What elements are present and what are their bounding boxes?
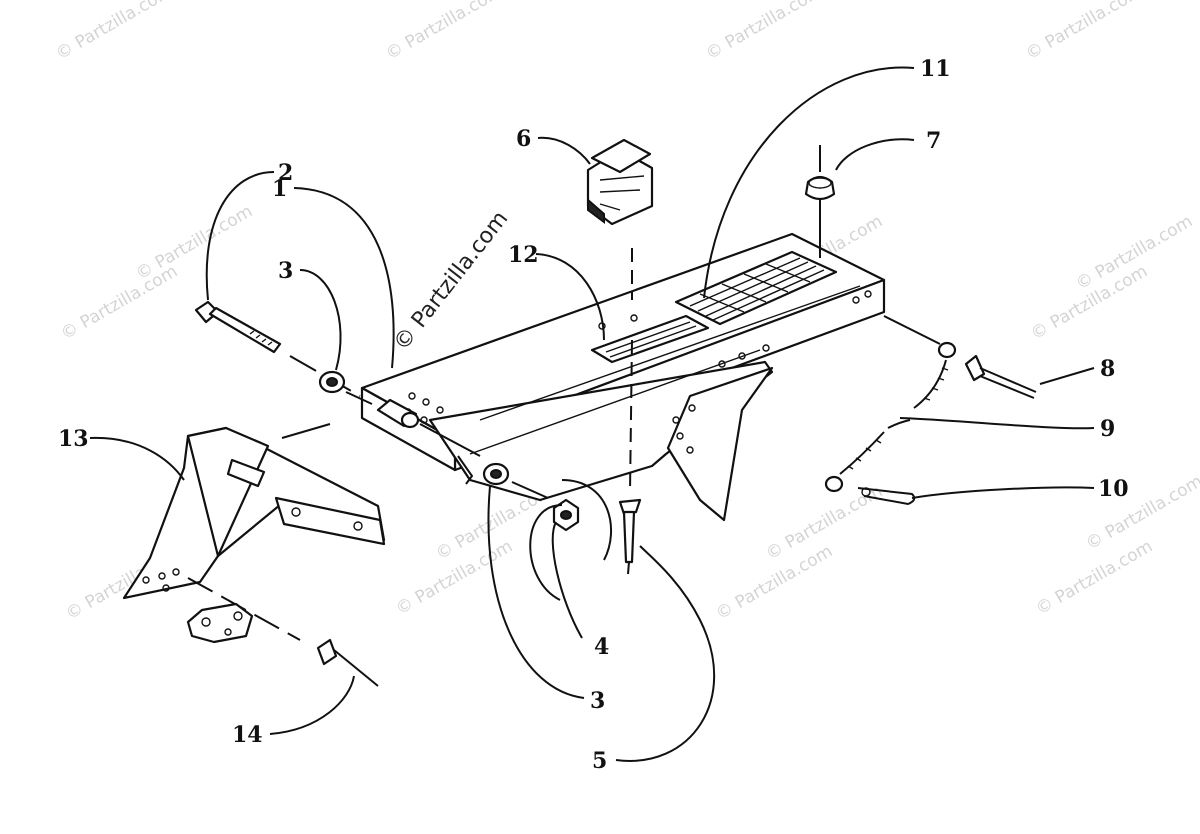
bolt-part-8	[964, 354, 1037, 399]
callout-3-lower: 3	[590, 688, 605, 714]
callout-14: 14	[232, 722, 263, 748]
callout-3-upper: 3	[278, 258, 293, 284]
spacer-tube	[345, 391, 481, 457]
callout-5: 5	[592, 748, 607, 774]
nut-part-4	[552, 498, 580, 532]
watermark: © Partzilla.com	[703, 0, 827, 64]
callout-8: 8	[1100, 356, 1115, 382]
callout-9: 9	[1100, 416, 1115, 442]
callout-4: 4	[594, 634, 609, 660]
plate-part-14	[186, 602, 379, 687]
rivet-part-5	[618, 248, 642, 575]
decal-part-6	[586, 138, 654, 226]
bushing-part-3-lower	[457, 455, 549, 499]
ground-strap-part-9	[824, 315, 957, 493]
callout-12: 12	[508, 242, 539, 268]
callout-7: 7	[926, 128, 941, 154]
callout-1: 1	[272, 176, 287, 202]
callout-10: 10	[1098, 476, 1129, 502]
vent-grille-part-11	[674, 250, 838, 326]
leader-lines	[89, 66, 1095, 762]
watermark: © Partzilla.com	[58, 261, 182, 344]
watermark: © Partzilla.com	[133, 201, 257, 284]
callout-6: 6	[516, 126, 531, 152]
bracket-part-13	[122, 423, 386, 641]
callout-11: 11	[920, 56, 951, 82]
watermark: © Partzilla.com	[1023, 0, 1147, 64]
slot-plate-part-12	[590, 314, 710, 364]
callout-13: 13	[58, 426, 89, 452]
partzilla-watermark: © Partzilla.com	[389, 207, 513, 356]
watermark: © Partzilla.com	[383, 0, 507, 64]
grommet-part-7	[804, 145, 836, 258]
callouts: 1 2 3 3 4 5 6 7 8 9 10 11 12 13 14	[58, 56, 1129, 774]
bushing-part-3-upper	[318, 370, 346, 394]
watermark: © Partzilla.com	[53, 0, 177, 64]
hair-pin-part-10	[857, 487, 916, 506]
callout-2: 2	[278, 160, 293, 186]
